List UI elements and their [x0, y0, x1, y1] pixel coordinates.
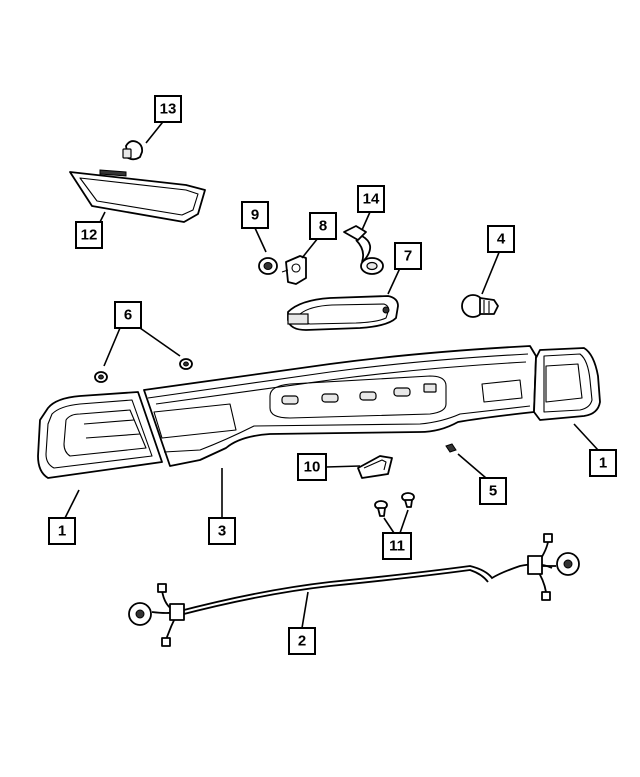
callout-9: 9 — [241, 201, 269, 229]
svg-text:9: 9 — [251, 207, 259, 224]
callout-5: 5 — [479, 477, 507, 505]
svg-text:3: 3 — [218, 523, 226, 540]
tail-panel-applique-3 — [143, 345, 537, 467]
svg-text:11: 11 — [389, 538, 405, 555]
clip-6-left — [94, 371, 108, 383]
callout-8: 8 — [309, 212, 337, 240]
socket-pigtail-14 — [343, 225, 384, 275]
svg-text:7: 7 — [404, 248, 412, 265]
callout-12: 12 — [75, 221, 103, 249]
callout-14: 14 — [357, 185, 385, 213]
svg-text:5: 5 — [489, 483, 497, 500]
bulb-13 — [122, 140, 144, 161]
svg-text:12: 12 — [81, 227, 98, 244]
svg-text:1: 1 — [599, 455, 607, 472]
side-marker-lamp-12 — [69, 169, 206, 223]
wiring-harness-2 — [128, 533, 580, 647]
callout-1-left: 1 — [48, 517, 76, 545]
callout-10: 10 — [297, 453, 327, 481]
callout-3: 3 — [208, 517, 236, 545]
tail-lamp-right-1 — [533, 347, 601, 421]
svg-text:14: 14 — [363, 191, 380, 208]
tail-lamp-left-1 — [37, 391, 163, 479]
callout-7: 7 — [394, 242, 422, 270]
svg-text:1: 1 — [58, 523, 66, 540]
grommet-9 — [258, 257, 278, 275]
callout-13: 13 — [154, 95, 182, 123]
chmsl-lamp-7 — [287, 295, 399, 331]
svg-text:8: 8 — [319, 218, 327, 235]
svg-text:13: 13 — [160, 101, 177, 118]
license-lamp-10 — [357, 455, 393, 479]
bulb-4 — [461, 294, 499, 318]
svg-text:2: 2 — [298, 633, 306, 650]
callout-11: 11 — [382, 532, 412, 560]
panel-lamp-slots — [281, 383, 437, 405]
callout-4: 4 — [487, 225, 515, 253]
screw-11-right — [401, 492, 415, 508]
clip-5 — [445, 443, 457, 453]
svg-text:6: 6 — [124, 307, 132, 324]
svg-text:4: 4 — [497, 231, 506, 248]
leader-lines — [64, 117, 599, 629]
clip-6-right — [179, 358, 193, 370]
callout-1-right: 1 — [589, 449, 617, 477]
screw-11-left — [374, 500, 388, 517]
callout-2: 2 — [288, 627, 316, 655]
camera-8 — [281, 255, 307, 285]
svg-text:10: 10 — [304, 459, 321, 476]
callout-6: 6 — [114, 301, 142, 329]
